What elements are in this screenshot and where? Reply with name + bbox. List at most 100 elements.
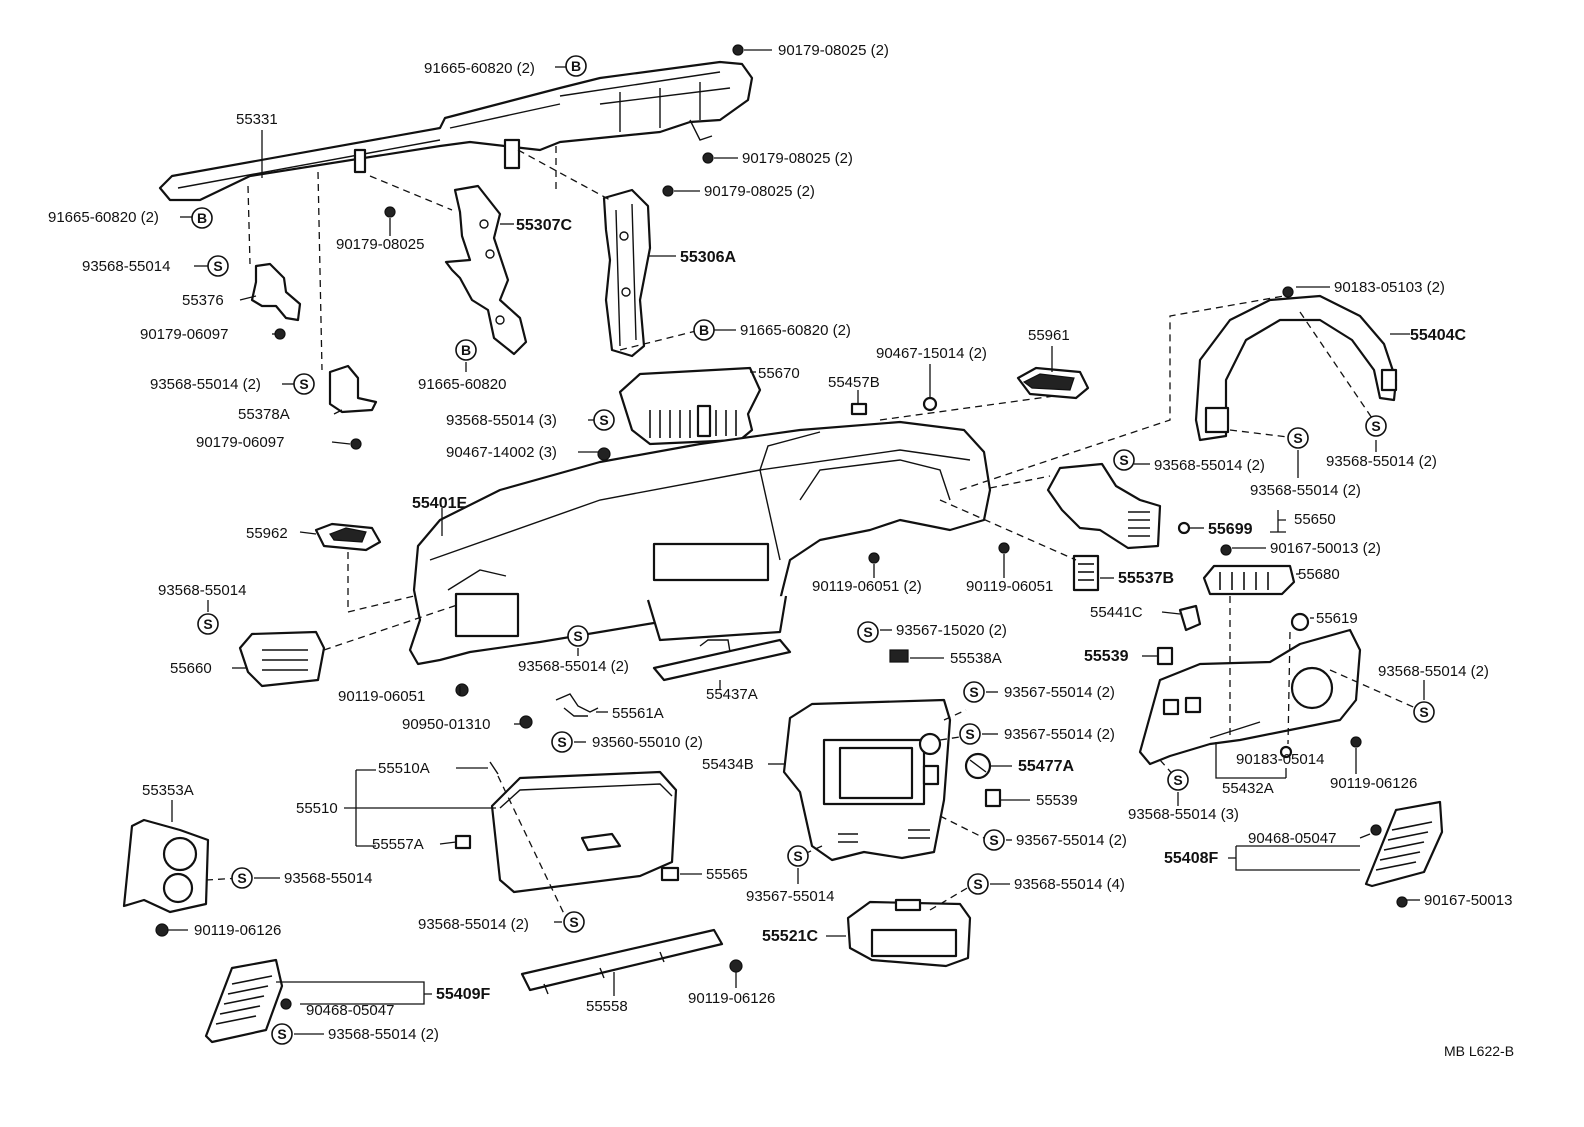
label-90179-08025: 90179-08025 [336,236,424,253]
label-55680: 55680 [1298,566,1340,583]
label-55408F: 55408F [1164,850,1218,867]
label-90183-05014: 90183-05014 [1236,751,1324,768]
ref-letter-b: B [197,210,207,226]
label-55660: 55660 [170,660,212,677]
part-55306A-bracket [602,188,652,358]
label-55557A: 55557A [372,836,424,853]
ref-letter-s: S [203,616,212,632]
label-91665-60820-2-right: 91665-60820 (2) [740,322,851,339]
ref-letter-s: S [793,848,802,864]
ref-letter-s: S [277,1026,286,1042]
part-55441C-clip [1178,604,1202,632]
part-55619-cap [1290,612,1310,632]
label-55378A: 55378A [238,406,290,423]
label-90119-06051-b: 90119-06051 [338,688,425,705]
ref-letter-s: S [569,914,578,930]
label-55565: 55565 [706,866,748,883]
label-93568-55014-2-d: 93568-55014 (2) [1326,453,1437,470]
label-55401E: 55401E [412,495,467,512]
part-55660-side-vent [238,630,326,688]
label-93568-55014-2-b: 93568-55014 (2) [1154,457,1265,474]
part-labels: 91665-60820 (2) 90179-08025 (2) 55331 90… [48,42,1514,1059]
label-90167-50013: 90167-50013 [1424,892,1512,909]
part-55409F-grille [204,958,284,1044]
label-93568-55014-c: 93568-55014 [284,870,372,887]
label-93568-55014-2-g: 93568-55014 (2) [418,916,529,933]
label-90179-08025-2-c: 90179-08025 (2) [704,183,815,200]
label-55457B: 55457B [828,374,880,391]
label-55558: 55558 [586,998,628,1015]
part-55521C-pocket [846,898,972,968]
label-91665-60820-2-top: 91665-60820 (2) [424,60,535,77]
part-55401E-instrument-panel [408,420,992,666]
part-55539-clip-b [984,788,1002,808]
ref-letter-s: S [299,376,308,392]
ref-letter-s: S [989,832,998,848]
part-55376-bracket [250,262,302,322]
label-93568-55014-b: 93568-55014 [158,582,246,599]
part-55437A-bracket [652,638,792,682]
label-55650: 55650 [1294,511,1336,528]
label-90183-05103-2: 90183-05103 (2) [1334,279,1445,296]
label-55539-b: 55539 [1036,792,1078,809]
label-55961: 55961 [1028,327,1070,344]
label-90119-06051-a: 90119-06051 [966,578,1053,595]
ref-letter-b: B [571,58,581,74]
part-55378A-bracket [328,364,378,414]
ref-letter-s: S [1119,452,1128,468]
label-55306A: 55306A [680,249,736,266]
label-55477A: 55477A [1018,758,1074,775]
part-55537B-vent [1072,554,1100,592]
part-55307C-bracket [444,184,528,356]
ref-letter-s: S [573,628,582,644]
label-93567-55014-2-a: 93567-55014 (2) [1004,684,1115,701]
leader-lines [168,49,1425,1035]
label-55521C: 55521C [762,928,818,945]
label-93568-55014-4: 93568-55014 (4) [1014,876,1125,893]
label-90950-01310: 90950-01310 [402,716,490,733]
part-55404C-hood [1194,294,1398,442]
ref-letter-b: B [699,322,709,338]
label-55376: 55376 [182,292,224,309]
label-90467-15014-2: 90467-15014 (2) [876,345,987,362]
label-91665-60820-2-left: 91665-60820 (2) [48,209,159,226]
ref-letter-s: S [969,684,978,700]
part-55558-bar [520,928,724,995]
diagram-code: MB L622-B [1444,1043,1514,1059]
ref-letter-s: S [973,876,982,892]
label-90468-05047-a: 90468-05047 [1248,830,1336,847]
label-55331: 55331 [236,111,278,128]
label-90167-50013-2: 90167-50013 (2) [1270,540,1381,557]
label-55404C: 55404C [1410,327,1466,344]
part-55650-side-duct [1046,462,1162,550]
label-55437A: 55437A [706,686,758,703]
part-55561A-clip [555,693,599,717]
label-55353A: 55353A [142,782,194,799]
label-90119-06126-c: 90119-06126 [688,990,775,1007]
ref-letter-s: S [1371,418,1380,434]
label-90119-06126-b: 90119-06126 [194,922,281,939]
part-55680-switch [1202,564,1296,596]
label-55561A: 55561A [612,705,664,722]
label-93568-55014-2-e: 93568-55014 (2) [1378,663,1489,680]
label-55510: 55510 [296,800,338,817]
label-55539-a: 55539 [1084,648,1129,665]
part-55477A-knob [964,752,992,780]
part-55961-cover [1016,366,1090,400]
part-55539-clip-a [1156,646,1174,666]
part-55432A-lower-panel [1138,628,1362,766]
label-93567-55014: 93567-55014 [746,888,834,905]
ref-letter-s: S [863,624,872,640]
label-55434B: 55434B [702,756,754,773]
label-93568-55014-2-a: 93568-55014 (2) [150,376,261,393]
part-55434B-center-cluster [782,698,952,862]
fasteners [155,44,1408,1010]
part-55538A-clip [889,649,909,663]
label-90119-06126-a: 90119-06126 [1330,775,1417,792]
part-55962-cover [314,522,382,552]
label-93568-55014-2-c: 93568-55014 (2) [1250,482,1361,499]
label-91665-60820: 91665-60820 [418,376,506,393]
label-55307C: 55307C [516,217,572,234]
part-55331-reinforcement [158,60,754,202]
